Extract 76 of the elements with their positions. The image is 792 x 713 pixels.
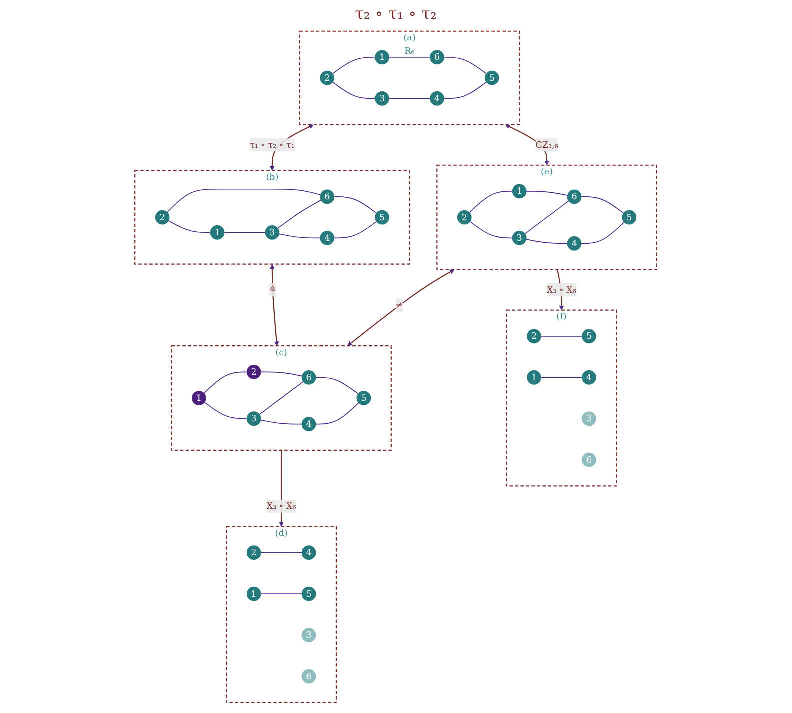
node-circle: 2 [155, 210, 170, 225]
connector [166, 188, 322, 214]
connector [581, 196, 624, 214]
arrow [270, 264, 280, 346]
node-circle: 5 [302, 586, 316, 602]
node-circle: 4 [302, 546, 316, 560]
connector [260, 420, 302, 425]
node-circle: 4 [320, 230, 335, 246]
connector [388, 57, 431, 58]
node-circle: 6 [320, 190, 335, 204]
connector [278, 200, 322, 229]
connector [316, 402, 360, 425]
connector [444, 57, 488, 74]
node-circle: 2 [457, 210, 472, 225]
connector [540, 377, 583, 378]
connector [260, 372, 303, 377]
connector [334, 221, 378, 239]
connector [526, 191, 568, 196]
node-circle: 6 [302, 669, 316, 684]
node-circle: 5 [375, 210, 390, 225]
connector [168, 220, 211, 234]
node-circle: 5 [484, 70, 500, 86]
node-circle: 5 [356, 391, 372, 406]
edge-label: ≙ [268, 284, 276, 295]
connector [470, 221, 514, 239]
node-circle: 5 [622, 210, 637, 225]
connector [469, 191, 514, 214]
node-circle: 6 [430, 50, 444, 65]
connector [260, 552, 302, 554]
node-circle: 2 [320, 70, 335, 86]
connector [332, 57, 376, 74]
connector [204, 372, 248, 394]
node-circle: 6 [302, 370, 316, 385]
node-circle: 1 [527, 370, 542, 385]
node-circle: 2 [246, 546, 262, 560]
node-circle: 4 [582, 370, 596, 385]
node-circle: 4 [302, 417, 316, 432]
node-circle: 6 [567, 190, 582, 204]
connector [204, 402, 248, 420]
arrow [348, 270, 455, 346]
node-circle: 3 [246, 412, 262, 426]
connector [581, 222, 625, 244]
node-circle: 3 [582, 412, 596, 426]
connector [540, 336, 583, 337]
connector [332, 82, 376, 100]
node-circle: 1 [192, 391, 206, 406]
node-circle: 3 [302, 628, 316, 642]
node-circle: 2 [246, 364, 262, 380]
connector [224, 232, 266, 234]
node-circle: 1 [210, 226, 225, 240]
node-circle: 1 [512, 184, 527, 199]
node-circle: 6 [582, 452, 596, 468]
node-circle: 3 [375, 92, 390, 106]
connector [316, 377, 359, 395]
arrow [505, 124, 550, 166]
connector [524, 200, 570, 234]
edge-label: τ₁ ∘ τ₂ ∘ τ₁ [250, 140, 295, 150]
node-circle: 1 [246, 586, 262, 602]
node-circle: 3 [265, 226, 280, 240]
edge-label: X₃ ∘ X₆ [266, 500, 296, 512]
node-circle: 3 [512, 230, 527, 246]
node-circle: 4 [567, 236, 582, 251]
node-circle: 2 [527, 329, 542, 344]
formula-text: τ₂ ∘ τ₁ ∘ τ₂ [355, 4, 437, 23]
node-circle: 4 [430, 92, 444, 106]
edge-label: ≠ [396, 300, 404, 310]
connector [334, 196, 378, 214]
connector [444, 82, 488, 100]
connector [388, 98, 431, 100]
connector [526, 239, 568, 244]
edge-label: CZ₃,₆ [536, 140, 558, 150]
node-circle: 1 [375, 50, 390, 65]
connector [278, 234, 321, 239]
edge-label: X₃ ∘ X₆ [547, 284, 576, 295]
connector [259, 381, 304, 416]
node-circle: 5 [582, 329, 596, 344]
